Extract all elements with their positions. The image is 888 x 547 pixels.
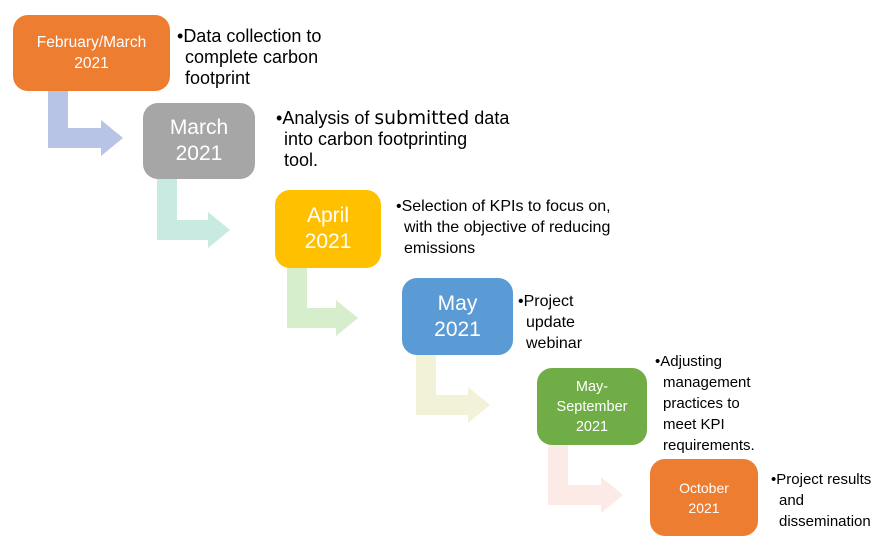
step-box-october-2021: October 2021 bbox=[650, 459, 758, 536]
step-period: February/March 2021 bbox=[36, 34, 147, 72]
step-note-1: •Data collection to complete carbon foot… bbox=[177, 26, 321, 89]
step-period: May- September 2021 bbox=[556, 378, 628, 435]
step-box-may-september-2021: May- September 2021 bbox=[537, 368, 647, 445]
step-description: Selection of KPIs to focus on, with the … bbox=[401, 198, 611, 257]
step-description: Data collection to complete carbon footp… bbox=[183, 26, 322, 88]
step-note-4: •Project update webinar bbox=[518, 291, 582, 354]
step-description-emphasis: submitted bbox=[374, 108, 470, 129]
step-period: October 2021 bbox=[679, 479, 729, 516]
bullet-marker: • bbox=[177, 26, 184, 46]
bent-arrow-icon-5 bbox=[548, 445, 623, 513]
bent-arrow-icon-1 bbox=[48, 90, 123, 156]
step-box-may-2021: May 2021 bbox=[402, 278, 513, 355]
step-period: May 2021 bbox=[434, 291, 481, 341]
step-period: March 2021 bbox=[169, 116, 229, 165]
step-note-5: •Adjusting management practices to meet … bbox=[655, 351, 755, 456]
bullet-marker: • bbox=[396, 198, 402, 215]
step-box-march-2021: March 2021 bbox=[143, 103, 255, 179]
step-description: Project results and dissemination bbox=[776, 471, 872, 530]
step-box-february-march-2021: February/March 2021 bbox=[13, 15, 170, 91]
step-description-prefix: Analysis of bbox=[282, 108, 375, 128]
step-note-2: •Analysis of submitted data into carbon … bbox=[276, 108, 509, 171]
bent-arrow-icon-3 bbox=[287, 267, 358, 336]
step-box-april-2021: April 2021 bbox=[275, 190, 381, 268]
bullet-marker: • bbox=[771, 471, 777, 488]
bent-arrow-icon-4 bbox=[416, 354, 490, 423]
step-description: Project update webinar bbox=[523, 293, 583, 352]
bent-arrow-icon-2 bbox=[157, 178, 230, 248]
step-period: April 2021 bbox=[304, 204, 352, 253]
step-note-3: •Selection of KPIs to focus on, with the… bbox=[396, 196, 611, 259]
step-note-6: •Project results and dissemination bbox=[771, 469, 871, 532]
step-description-rest: data into carbon footprinting tool. bbox=[284, 108, 510, 170]
bullet-marker: • bbox=[276, 108, 283, 128]
step-description: Adjusting management practices to meet K… bbox=[660, 353, 755, 454]
bullet-marker: • bbox=[518, 293, 524, 310]
bullet-marker: • bbox=[655, 353, 661, 370]
